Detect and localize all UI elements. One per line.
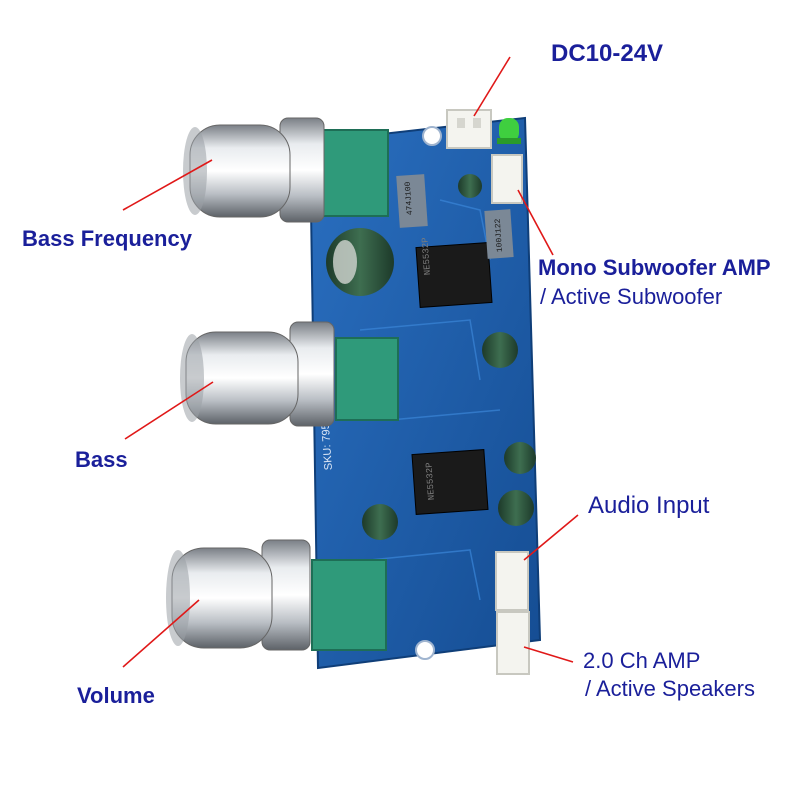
pointer-bass-frequency <box>122 159 213 211</box>
pointer-speaker-output <box>523 646 574 663</box>
svg-text:NE5532P: NE5532P <box>420 237 433 275</box>
audio-input-label: Audio Input <box>588 492 710 519</box>
two-channel-amp-label: 2.0 Ch AMP <box>583 648 701 673</box>
power-led <box>497 118 521 144</box>
audio-input-connector <box>495 551 529 611</box>
volume-label: Volume <box>77 683 155 708</box>
svg-text:NE5532P: NE5532P <box>424 462 437 500</box>
sku-silkscreen: SKU: 7958 <box>319 417 335 471</box>
svg-text:474J100: 474J100 <box>404 181 415 215</box>
mono-subwoofer-label: Mono Subwoofer AMP <box>538 255 771 280</box>
capacitor-large <box>326 228 394 296</box>
pointer-bass <box>124 381 214 440</box>
ic-chip-bottom: NE5532P <box>411 449 489 515</box>
pointer-audio-input <box>523 514 579 561</box>
pointer-lines <box>122 56 579 668</box>
bass-frequency-knob <box>183 117 389 223</box>
active-speakers-label: / Active Speakers <box>585 676 755 701</box>
bass-frequency-label: Bass Frequency <box>22 226 192 251</box>
active-subwoofer-label: / Active Subwoofer <box>540 284 723 309</box>
svg-text:100J122: 100J122 <box>494 218 505 252</box>
bass-label: Bass <box>75 447 128 472</box>
volume-knob <box>166 539 387 651</box>
power-connector <box>446 109 492 149</box>
film-capacitor: 474J100 100J122 <box>396 174 514 259</box>
bass-knob <box>180 321 399 427</box>
mounting-hole <box>422 126 442 146</box>
ic-chip-top: NE5532P <box>415 237 493 308</box>
pointer-power <box>473 56 511 117</box>
power-label: DC10-24V <box>551 40 664 67</box>
mounting-hole <box>415 640 435 660</box>
speaker-output-connector <box>496 611 530 675</box>
pointer-mono-output <box>517 189 554 256</box>
pointer-volume <box>122 599 200 668</box>
capacitor-small <box>362 174 536 540</box>
output-connector-mono <box>491 154 523 204</box>
